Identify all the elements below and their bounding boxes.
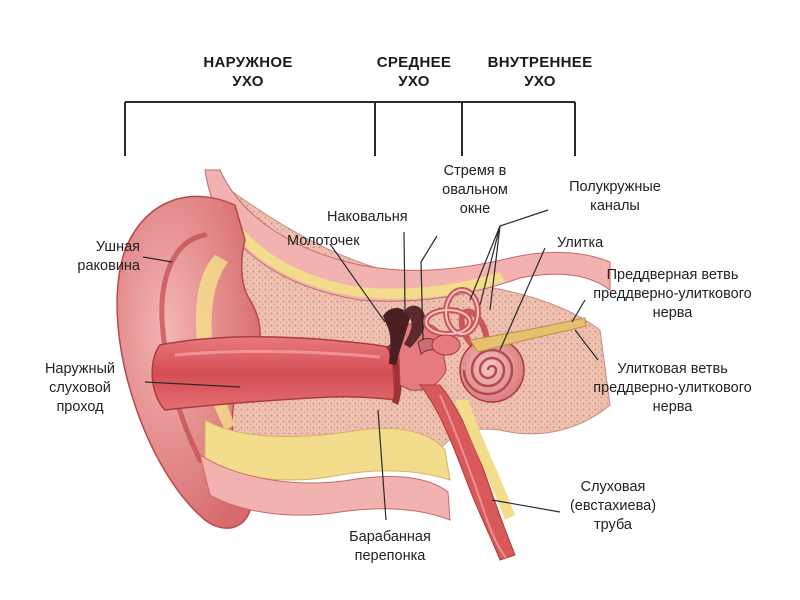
eustachian-cartilage bbox=[455, 400, 515, 520]
label-eustachian-line2: (евстахиева) bbox=[569, 498, 657, 514]
cochlea-shape bbox=[459, 337, 525, 403]
auricle-inner-fold bbox=[159, 232, 208, 463]
label-malleus-text: Молоточек bbox=[287, 233, 360, 249]
cartilage-strip bbox=[215, 200, 505, 299]
section-inner-line1: ВНУТРЕННЕЕ bbox=[487, 54, 593, 71]
label-vestibular-line1: Преддверная ветвь bbox=[606, 267, 739, 283]
section-brackets bbox=[124, 101, 576, 156]
section-middle-line2: УХО bbox=[398, 73, 430, 90]
label-auricle-line1: Ушная bbox=[95, 239, 140, 255]
section-middle-line1: СРЕДНЕЕ bbox=[376, 54, 452, 71]
lower-tissue bbox=[204, 419, 451, 481]
label-semicircular-canals: Полукружные каналы bbox=[545, 178, 685, 216]
label-auricle: Ушная раковина bbox=[20, 238, 140, 276]
label-eustachian-tube: Слуховая (евстахиева) труба bbox=[553, 478, 673, 535]
label-auricle-line2: раковина bbox=[77, 258, 140, 274]
head-skin bbox=[204, 169, 611, 302]
section-outer-ear: НАРУЖНОЕ УХО bbox=[185, 53, 311, 91]
label-incus-text: Наковальня bbox=[327, 209, 408, 225]
section-inner-ear: ВНУТРЕННЕЕ УХО bbox=[470, 53, 610, 91]
eardrum-shape bbox=[386, 343, 402, 405]
section-outer-line1: НАРУЖНОЕ bbox=[203, 54, 293, 71]
label-eustachian-line1: Слуховая bbox=[580, 479, 646, 495]
label-eardrum: Барабанная перепонка bbox=[330, 528, 450, 566]
auricle-cartilage bbox=[195, 255, 235, 430]
label-ear-canal-line2: слуховой bbox=[49, 380, 111, 396]
label-ear-canal: Наружный слуховой проход bbox=[20, 360, 140, 417]
section-outer-line2: УХО bbox=[232, 73, 264, 90]
label-ear-canal-line3: проход bbox=[56, 399, 104, 415]
label-canals-line1: Полукружные bbox=[569, 179, 661, 195]
label-cochlear-line3: нерва bbox=[652, 399, 693, 415]
leader-lines bbox=[142, 209, 599, 521]
label-cochlear-line1: Улитковая ветвь bbox=[617, 361, 728, 377]
label-eardrum-line1: Барабанная bbox=[349, 529, 431, 545]
label-cochlear-line2: преддверно-улиткового bbox=[593, 380, 752, 396]
label-eardrum-line2: перепонка bbox=[354, 548, 426, 564]
label-stapes-line1: Стремя в bbox=[443, 163, 507, 179]
malleus-shape bbox=[383, 307, 410, 365]
label-vestibular-line3: нерва bbox=[652, 305, 693, 321]
label-malleus: Молоточек bbox=[287, 232, 360, 251]
label-canals-line2: каналы bbox=[590, 198, 640, 214]
vestibule bbox=[431, 334, 461, 356]
label-ear-canal-line1: Наружный bbox=[44, 361, 116, 377]
label-stapes-line2: овальном bbox=[442, 182, 508, 198]
label-stapes: Стремя в овальном окне bbox=[420, 162, 530, 219]
label-cochlear-branch: Улитковая ветвь преддверно-улиткового не… bbox=[560, 360, 785, 417]
section-inner-line2: УХО bbox=[524, 73, 556, 90]
incus-shape bbox=[403, 305, 426, 348]
lower-skin bbox=[199, 453, 451, 521]
label-incus: Наковальня bbox=[327, 208, 408, 227]
section-middle-ear: СРЕДНЕЕ УХО bbox=[360, 53, 468, 91]
label-cochlea: Улитка bbox=[557, 234, 603, 253]
label-vestibular-line2: преддверно-улиткового bbox=[593, 286, 752, 302]
nerve bbox=[469, 317, 587, 353]
label-stapes-line3: окне bbox=[459, 201, 491, 217]
label-eustachian-line3: труба bbox=[594, 517, 632, 533]
label-vestibular-branch: Преддверная ветвь преддверно-улиткового … bbox=[560, 266, 785, 323]
label-cochlea-text: Улитка bbox=[557, 235, 604, 251]
